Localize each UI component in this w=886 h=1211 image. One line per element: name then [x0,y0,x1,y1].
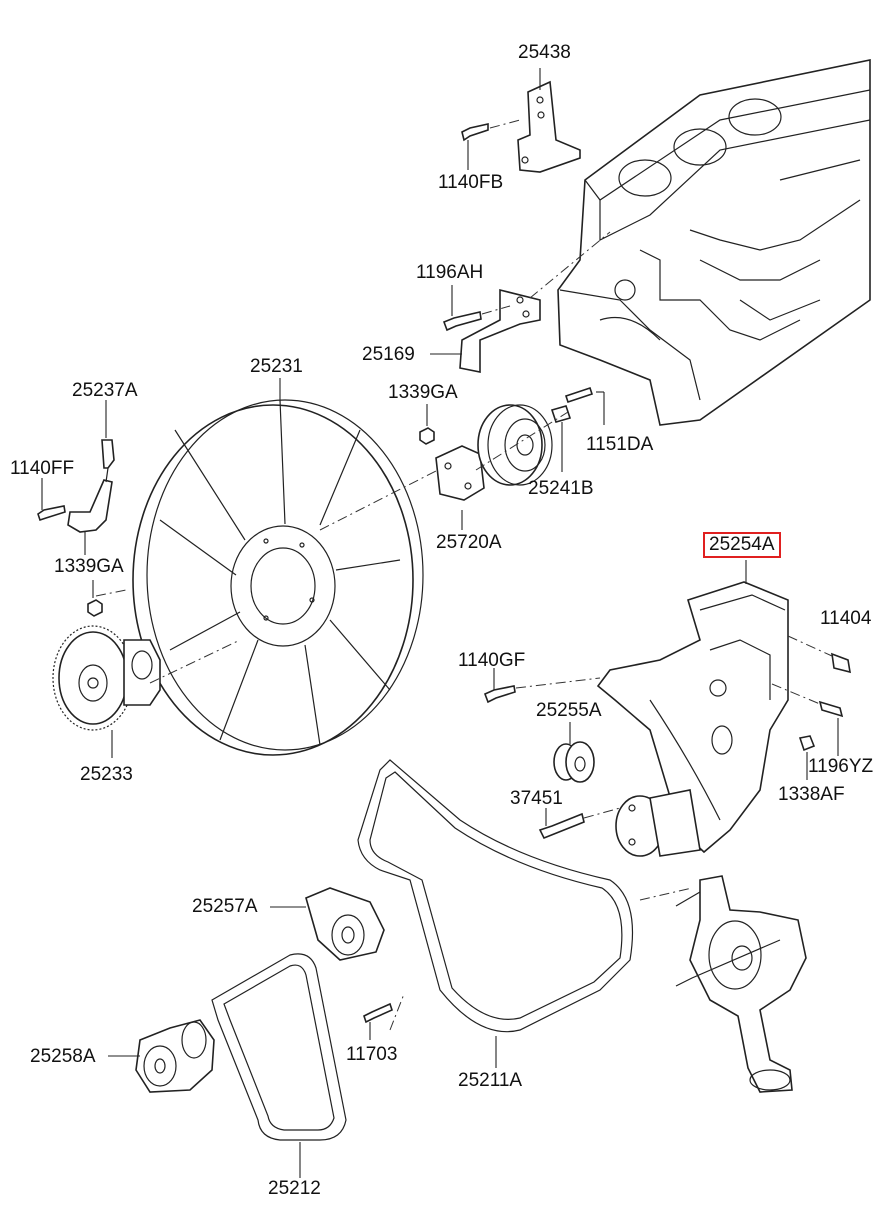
part-label-1140GF: 1140GF [458,650,526,671]
leader-lines [389,411,693,1031]
nut-1338AF [798,735,816,780]
drive-belt-25211A [357,759,633,1068]
bolt-1196YZ [771,683,844,756]
part-label-1339GA-top: 1339GA [388,382,458,403]
part-label-1196YZ: 1196YZ [808,756,874,777]
tensioner-25257A [270,887,385,961]
nut-1339GA-top [419,404,435,445]
part-label-25258A: 25258A [30,1046,96,1067]
tensioner-25258A [108,1019,215,1093]
part-label-1339GA-left: 1339GA [54,556,124,577]
part-label-25720A: 25720A [436,532,502,553]
part-label-25255A: 25255A [536,700,602,721]
part-label-25212: 25212 [268,1178,321,1199]
part-label-25211A: 25211A [458,1070,523,1091]
bolt-11404 [787,635,851,674]
part-label-25254A-highlighted[interactable]: 25254A [703,532,781,558]
bolt-1196AH [442,285,511,332]
fan-hub-25720A [319,445,485,531]
cooling-fan [132,378,424,756]
bolt-37451 [538,807,621,840]
part-label-25257A: 25257A [192,896,258,917]
part-label-1140FB: 1140FB [438,172,504,193]
part-label-25438: 25438 [518,42,571,63]
part-label-1140FF: 1140FF [10,458,75,479]
part-label-1196AH: 1196AH [416,262,484,283]
bracket-25438 [517,68,581,173]
part-label-1338AF: 1338AF [778,784,845,805]
engine-block [557,59,871,426]
part-label-25231: 25231 [250,356,303,377]
part-label-37451: 37451 [510,788,563,809]
part-label-25169: 25169 [362,344,415,365]
drive-belt-25212 [211,953,347,1178]
water-pump-pulley [615,789,701,857]
bracket-25169 [430,231,611,373]
bolt-11703 [363,1002,393,1040]
fan-clutch-25233 [52,625,241,758]
part-label-25233: 25233 [80,764,133,785]
part-label-1151DA: 1151DA [586,434,654,455]
part-label-25237A: 25237A [72,380,138,401]
part-label-11404: 11404 [820,608,872,629]
pulley-25241B [477,404,572,486]
water-pump-assembly [675,875,807,1093]
bolt-1140GF [483,668,601,704]
sensor-bracket-25237A [67,400,115,555]
stud-1151DA [564,386,605,425]
bolt-1140FB [461,119,521,170]
part-label-11703: 11703 [346,1044,398,1065]
bolt-1140FF [37,478,66,522]
nut-1339GA-left [87,580,127,617]
part-label-25241B: 25241B [528,478,594,499]
idler-pulley-25255A [553,722,595,783]
